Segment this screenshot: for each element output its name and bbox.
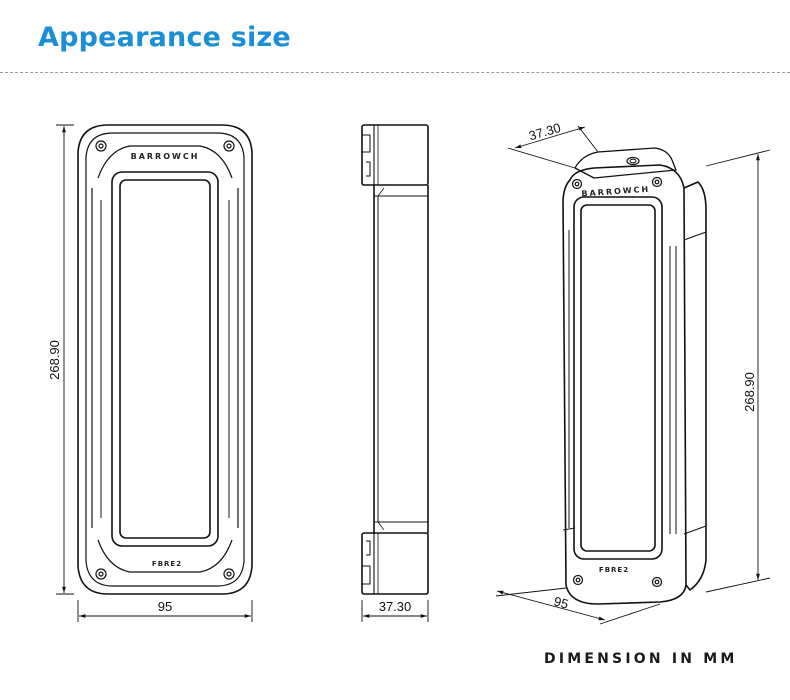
front-window: [119, 179, 211, 539]
iso-depth-dimension: [507, 125, 599, 169]
front-width-label: 95: [158, 599, 172, 614]
page-title: Appearance size: [38, 22, 291, 53]
iso-window: [580, 204, 656, 552]
iso-depth-label: 37.30: [527, 120, 562, 143]
front-outer-outline: [77, 124, 253, 595]
iso-view: [562, 147, 707, 605]
front-bezel-outline: [85, 132, 245, 587]
iso-height-dimension: [705, 149, 771, 593]
front-width-dimension: [77, 600, 253, 622]
iso-height-label: 268.90: [742, 372, 757, 412]
front-view: [77, 124, 253, 595]
iso-model-label: FBRE2: [599, 566, 629, 574]
side-depth-label: 37.30: [379, 599, 412, 614]
iso-side-face: [683, 181, 707, 591]
front-brand-label: BARROWCH: [131, 152, 200, 161]
front-height-label: 268.90: [47, 340, 62, 380]
front-model-label: FBRE2: [152, 560, 182, 568]
dimension-unit-note: DIMENSION IN MM: [544, 651, 738, 667]
iso-front-outline: [562, 164, 687, 605]
side-depth-dimension: [361, 600, 429, 622]
side-view: [361, 124, 429, 595]
title-divider: [0, 72, 790, 73]
iso-width-dimension: [495, 587, 661, 625]
iso-width-label: 95: [552, 594, 570, 612]
iso-top-face: [574, 147, 677, 179]
front-height-dimension: [56, 124, 74, 595]
